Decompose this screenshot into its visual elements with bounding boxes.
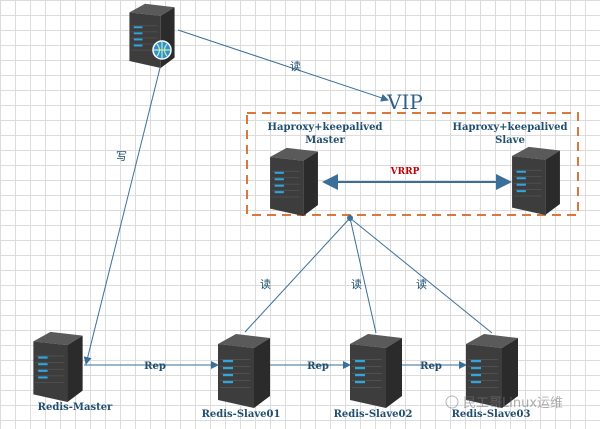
redis-slave03-label: Redis-Slave03 bbox=[452, 409, 531, 420]
write-label: 写 bbox=[116, 150, 127, 163]
globe-icon bbox=[152, 40, 172, 60]
redis-slave02-server-icon bbox=[350, 334, 402, 408]
rep-label-3: Rep bbox=[420, 361, 442, 372]
haproxy-slave-server-icon bbox=[512, 146, 560, 215]
redis-slave02-label: Redis-Slave02 bbox=[334, 409, 413, 420]
read-line-slave01 bbox=[244, 217, 351, 333]
read-line-slave02 bbox=[349, 217, 377, 334]
redis-slave01-server-icon bbox=[218, 334, 270, 408]
vip-label: VIP bbox=[386, 90, 423, 114]
rep-label-1: Rep bbox=[144, 361, 166, 372]
rep-label-2: Rep bbox=[307, 361, 329, 372]
haproxy-master-label-line1: Haproxy+keepalived bbox=[268, 122, 383, 133]
read-label-2: 读 bbox=[351, 277, 362, 291]
read-line-client-vip bbox=[177, 29, 389, 102]
read-label-1: 读 bbox=[260, 277, 271, 291]
redis-master-label: Redis-Master bbox=[38, 402, 113, 413]
haproxy-slave-label-line1: Haproxy+keepalived bbox=[453, 122, 568, 133]
vip-dashed-box bbox=[246, 112, 579, 216]
redis-master-server-icon bbox=[33, 331, 83, 402]
redis-slave01-label: Redis-Slave01 bbox=[202, 409, 281, 420]
watermark-text: 民工哥Linux运维 bbox=[463, 396, 563, 411]
wechat-icon bbox=[445, 395, 459, 409]
read-label-top: 读 bbox=[290, 59, 301, 73]
write-line-client-master bbox=[83, 67, 161, 365]
watermark: 民工哥Linux运维 bbox=[445, 395, 563, 411]
read-line-slave03 bbox=[349, 217, 493, 334]
client-server-icon bbox=[129, 3, 175, 68]
read-label-3: 读 bbox=[416, 277, 427, 291]
haproxy-master-label-line2: Master bbox=[305, 135, 345, 146]
haproxy-slave-label-line2: Slave bbox=[495, 135, 525, 146]
haproxy-master-server-icon bbox=[270, 147, 318, 216]
vrrp-label: VRRP bbox=[390, 167, 420, 177]
